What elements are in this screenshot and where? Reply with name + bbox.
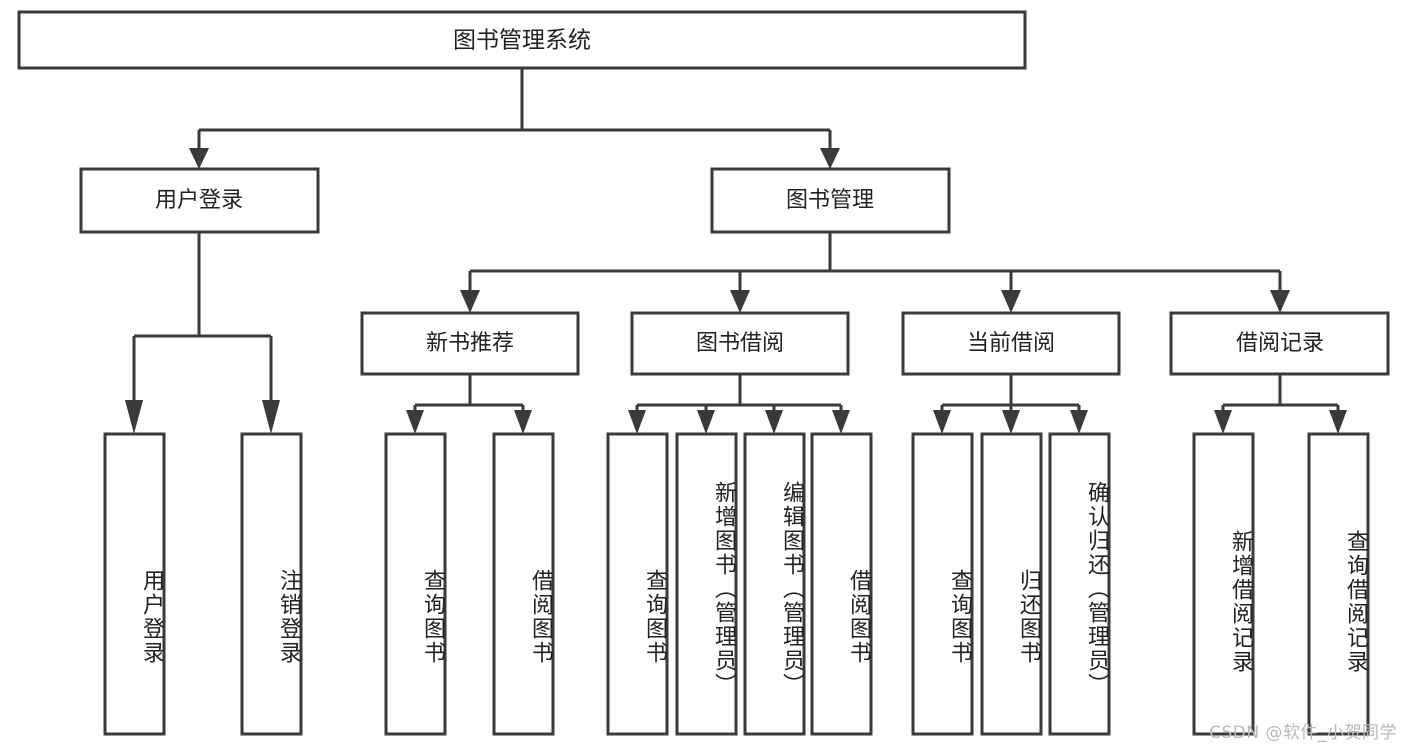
connectors-new-book-to-leaves	[406, 374, 532, 434]
leaf-box-current-borrow-1[interactable]	[911, 432, 974, 736]
leaf-box-current-borrow-3[interactable]	[1048, 432, 1111, 736]
arrow-head-leaf-new-book-2	[514, 410, 532, 434]
node-root[interactable]: 图书管理系统	[17, 10, 1027, 70]
arrow-head-leaf-borrow-record-2	[1329, 410, 1347, 434]
arrow-head-leaf-current-borrow-1	[933, 410, 951, 434]
arrow-head-leaf-book-borrow-2	[697, 410, 715, 434]
arrow-head-current-borrow	[1001, 290, 1021, 313]
node-current-borrow[interactable]: 当前借阅	[901, 311, 1121, 376]
leaf-box-book-borrow-2[interactable]	[675, 432, 738, 736]
arrow-head-leaf-user-login-1	[125, 400, 143, 434]
arrow-head-leaf-book-borrow-1	[628, 410, 646, 434]
leaf-box-user-login-2[interactable]	[240, 432, 303, 736]
leaf-boxes-current-borrow	[911, 432, 1111, 736]
leaf-box-new-book-2[interactable]	[492, 432, 555, 736]
watermark-text: CSDN @软件_小贺同学	[1209, 723, 1397, 743]
node-new-book-recommend[interactable]: 新书推荐	[360, 311, 580, 376]
leaf-boxes-new-book-recommend	[384, 432, 555, 736]
arrow-head-book-manage	[820, 148, 840, 169]
arrow-head-leaf-current-borrow-2	[1002, 410, 1020, 434]
connectors-book-manage-to-level3	[460, 232, 1290, 313]
leaf-box-borrow-record-2[interactable]	[1307, 432, 1370, 736]
node-borrow-record[interactable]: 借阅记录	[1169, 311, 1390, 376]
connectors-user-login-to-leaves	[125, 232, 280, 434]
node-book-borrow-label: 图书借阅	[696, 331, 784, 356]
leaf-boxes-book-borrow	[606, 432, 873, 736]
node-new-book-recommend-box[interactable]	[360, 311, 580, 376]
arrow-head-leaf-user-login-2	[262, 400, 280, 434]
node-book-manage-box[interactable]	[710, 167, 951, 234]
arrow-head-user-login	[189, 148, 209, 169]
node-current-borrow-box[interactable]	[901, 311, 1121, 376]
arrow-head-leaf-book-borrow-3	[765, 410, 783, 434]
arrow-head-new-book	[460, 290, 480, 313]
node-book-manage-label: 图书管理	[786, 188, 874, 213]
leaf-box-new-book-1[interactable]	[384, 432, 447, 736]
arrow-head-leaf-book-borrow-4	[832, 410, 850, 434]
leaf-box-borrow-record-1[interactable]	[1192, 432, 1255, 736]
leaf-boxes-user-login	[103, 432, 303, 736]
connectors-book-borrow-to-leaves	[628, 374, 850, 434]
leaf-box-current-borrow-2[interactable]	[980, 432, 1043, 736]
connectors-borrow-record-to-leaves	[1214, 374, 1347, 434]
node-root-box[interactable]	[17, 10, 1027, 70]
node-user-login-label: 用户登录	[155, 188, 243, 213]
node-user-login-box[interactable]	[79, 167, 320, 234]
node-book-borrow[interactable]: 图书借阅	[630, 311, 850, 376]
leaf-boxes-borrow-record	[1192, 432, 1370, 736]
leaf-box-book-borrow-3[interactable]	[743, 432, 806, 736]
arrow-head-leaf-current-borrow-3	[1070, 410, 1088, 434]
leaf-box-book-borrow-4[interactable]	[810, 432, 873, 736]
arrow-head-book-borrow	[730, 290, 750, 313]
node-new-book-recommend-label: 新书推荐	[426, 331, 514, 356]
connectors-root-to-level2	[189, 68, 840, 169]
arrow-head-borrow-record	[1270, 290, 1290, 313]
node-book-borrow-box[interactable]	[630, 311, 850, 376]
leaf-box-user-login-1[interactable]	[103, 432, 166, 736]
connectors-current-borrow-to-leaves	[933, 374, 1088, 434]
arrow-head-leaf-new-book-1	[406, 410, 424, 434]
leaf-box-book-borrow-1[interactable]	[606, 432, 669, 736]
node-current-borrow-label: 当前借阅	[967, 331, 1055, 356]
node-borrow-record-label: 借阅记录	[1236, 331, 1324, 356]
node-user-login[interactable]: 用户登录	[79, 167, 320, 234]
node-root-label: 图书管理系统	[453, 28, 591, 54]
arrow-head-leaf-borrow-record-1	[1214, 410, 1232, 434]
node-borrow-record-box[interactable]	[1169, 311, 1390, 376]
node-book-manage[interactable]: 图书管理	[710, 167, 951, 234]
